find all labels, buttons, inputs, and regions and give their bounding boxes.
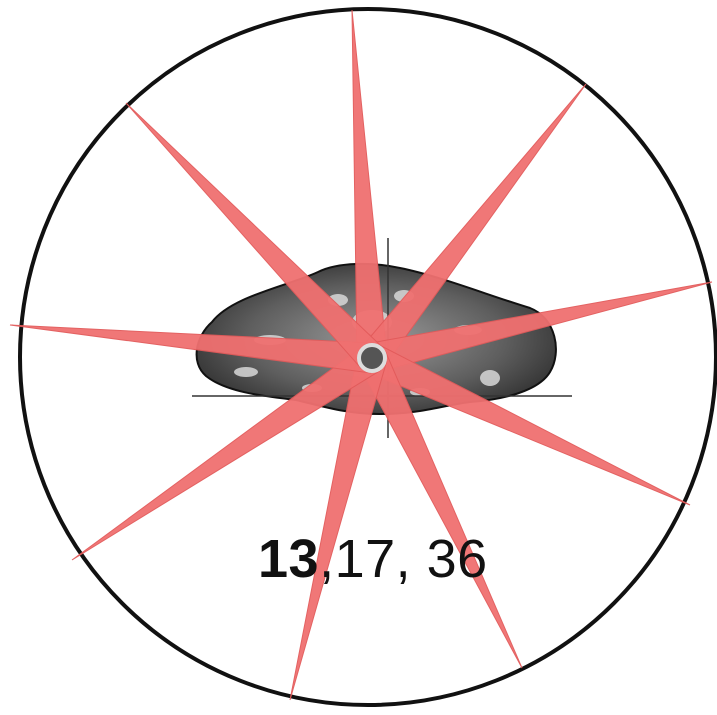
organ-shape bbox=[480, 370, 500, 386]
beam-angle-caption: 13,17, 36 bbox=[258, 532, 488, 586]
beam-1 bbox=[352, 10, 387, 359]
caption-highlighted: 13 bbox=[258, 529, 319, 589]
organ-shape bbox=[234, 367, 258, 377]
isocenter-marker bbox=[359, 345, 385, 371]
caption-rest: ,17, 36 bbox=[319, 529, 488, 589]
